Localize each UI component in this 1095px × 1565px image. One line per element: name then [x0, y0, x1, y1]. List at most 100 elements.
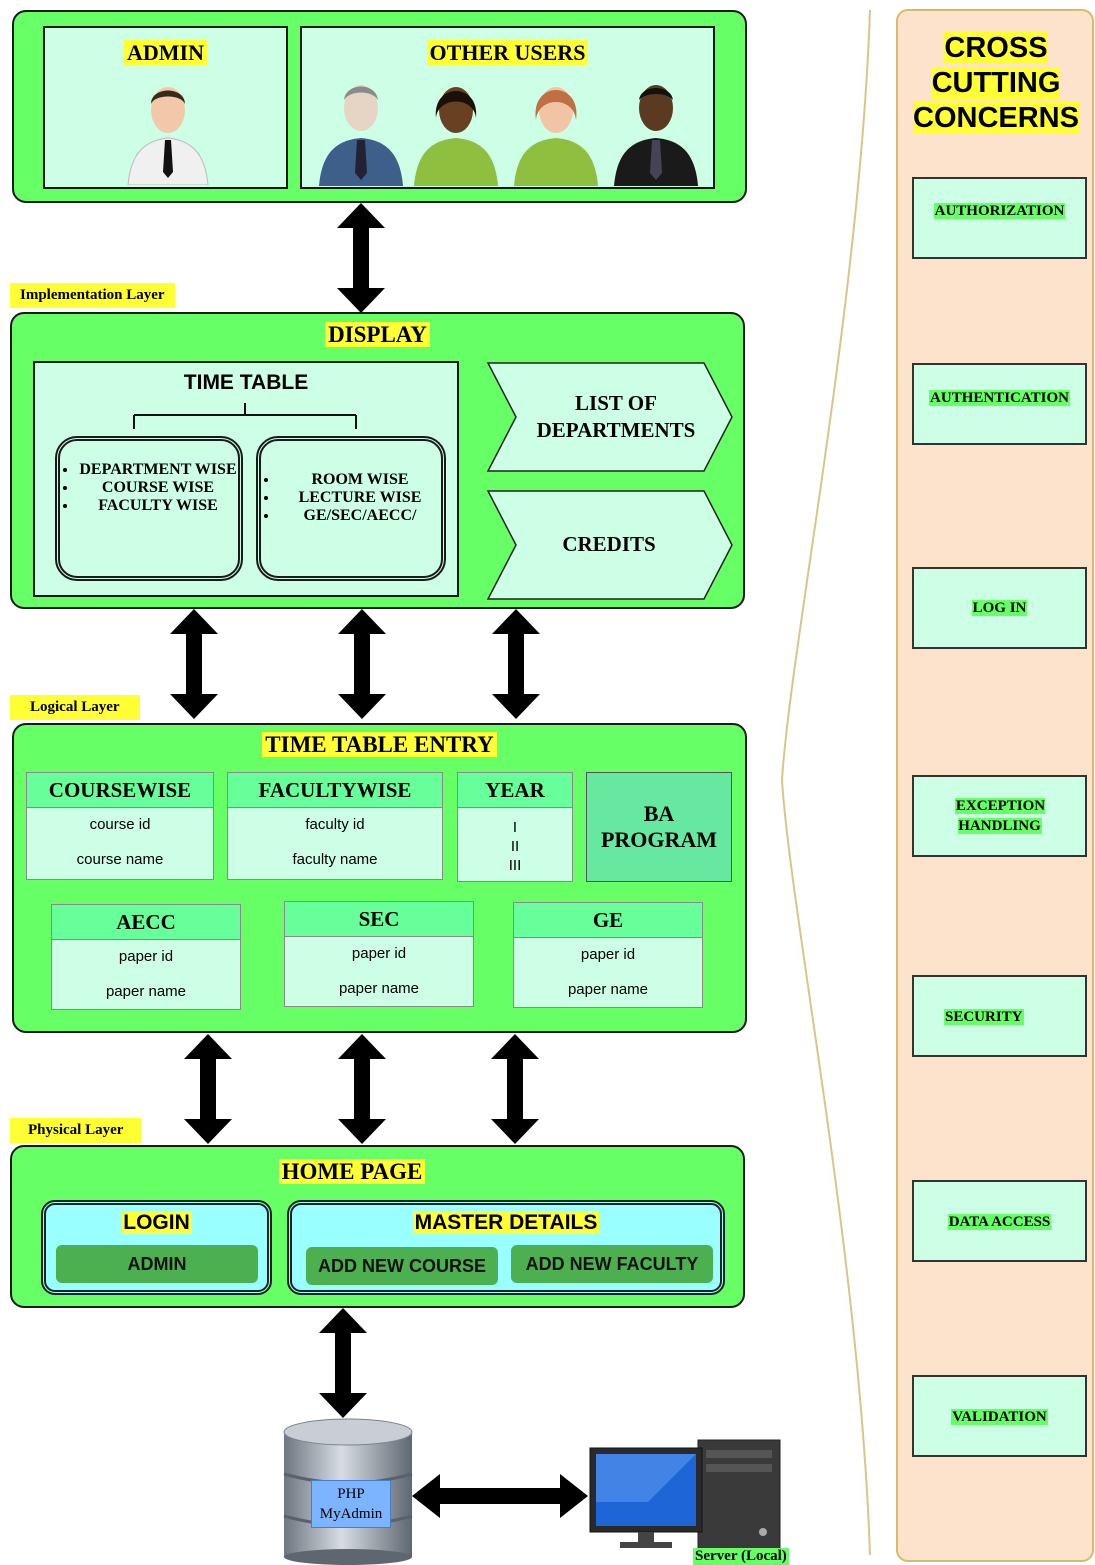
sec-table: SEC paper id paper name — [284, 901, 474, 1007]
home-title: HOME PAGE — [278, 1159, 426, 1184]
ba-program-box: BA PROGRAM — [586, 772, 732, 882]
year-table: YEAR I II III — [457, 772, 573, 882]
other-users-label: OTHER USERS — [426, 40, 589, 65]
user-icon-2 — [414, 87, 498, 186]
table-row: II — [510, 838, 520, 855]
list-of-departments-line-2: DEPARTMENTS — [536, 418, 696, 442]
credits-text: CREDITS — [562, 532, 656, 556]
cross-cutting-title-line-3: CONCERNS — [913, 102, 1079, 134]
cc-exception-handling-label: EXCEPTION HANDLING — [954, 798, 1046, 834]
credits-chevron — [486, 490, 733, 600]
list-of-departments-line-1: LIST OF — [575, 391, 657, 415]
master-details-box: MASTER DETAILS ADD NEW COURSE ADD NEW FA… — [287, 1200, 725, 1295]
ba-program-line-2: PROGRAM — [600, 827, 718, 852]
users-panel: ADMIN OTHER USERS — [12, 10, 747, 203]
arrow-display-entry-1 — [170, 609, 218, 719]
server-computer-icon — [589, 1439, 781, 1556]
login-box: LOGIN ADMIN — [41, 1200, 272, 1295]
table-row: I — [512, 819, 518, 836]
table-row: paper name — [338, 980, 420, 997]
cross-cutting-title-line-1: CROSS — [944, 32, 1048, 64]
cc-validation-label: VALIDATION — [951, 1409, 1048, 1425]
table-row: course id — [89, 816, 151, 833]
ge-head: GE — [514, 903, 702, 938]
timetable-right-group: ROOM WISE LECTURE WISE GE/SEC/AECC/ — [256, 436, 446, 581]
php-myadmin-label: PHP MyAdmin — [311, 1480, 391, 1528]
user-icon-1 — [319, 85, 403, 186]
php-line: PHP — [337, 1486, 365, 1502]
cc-security-label: SECURITY — [944, 1009, 1024, 1025]
home-panel: HOME PAGE LOGIN ADMIN MASTER DETAILS ADD… — [10, 1145, 745, 1308]
timetable-branch-connector — [133, 403, 357, 429]
table-row: paper id — [118, 948, 174, 965]
cc-security: SECURITY — [912, 975, 1087, 1057]
cross-cutting-title: CROSS CUTTING CONCERNS — [906, 31, 1086, 136]
coursewise-head: COURSEWISE — [27, 773, 213, 808]
server-label: Server (Local) — [693, 1548, 789, 1565]
arrow-users-display — [337, 203, 385, 313]
admin-label: ADMIN — [124, 40, 207, 65]
aecc-head: AECC — [52, 905, 240, 940]
arrow-entry-home-3 — [491, 1034, 539, 1144]
other-users-box: OTHER USERS — [300, 26, 715, 189]
cc-authorization: AUTHORIZATION — [912, 177, 1087, 259]
list-item: DEPARTMENT WISE — [78, 461, 238, 479]
year-head: YEAR — [458, 773, 572, 808]
add-new-faculty-button[interactable]: ADD NEW FACULTY — [511, 1245, 713, 1283]
list-item: GE/SEC/AECC/ — [279, 507, 441, 525]
table-row: III — [508, 857, 522, 874]
timetable-title: TIME TABLE — [183, 371, 309, 394]
table-row: paper id — [351, 945, 407, 962]
table-row: paper name — [105, 983, 187, 1000]
cc-authentication: AUTHENTICATION — [912, 363, 1087, 445]
timetable-left-group: DEPARTMENT WISE COURSE WISE FACULTY WISE — [55, 436, 243, 581]
display-panel: DISPLAY TIME TABLE DEPARTMENT WISE COURS… — [10, 312, 745, 609]
master-details-title: MASTER DETAILS — [412, 1211, 600, 1234]
cc-exception-handling: EXCEPTION HANDLING — [912, 775, 1087, 857]
facultywise-table: FACULTYWISE faculty id faculty name — [227, 772, 443, 880]
table-row: paper name — [567, 981, 649, 998]
admin-person-icon — [127, 87, 209, 185]
implementation-layer-label: Implementation Layer — [10, 283, 175, 308]
ba-program-line-1: BA — [643, 801, 675, 826]
add-new-course-button[interactable]: ADD NEW COURSE — [306, 1247, 498, 1285]
admin-user-box: ADMIN — [43, 26, 288, 189]
ge-table: GE paper id paper name — [513, 902, 703, 1008]
entry-panel: TIME TABLE ENTRY COURSEWISE course id co… — [12, 723, 747, 1033]
facultywise-head: FACULTYWISE — [228, 773, 442, 808]
arrow-entry-home-2 — [338, 1034, 386, 1144]
myadmin-line: MyAdmin — [319, 1506, 383, 1522]
arrow-home-db — [319, 1308, 367, 1418]
arrow-entry-home-1 — [184, 1034, 232, 1144]
list-of-departments-chevron — [486, 362, 733, 472]
cc-authorization-label: AUTHORIZATION — [933, 203, 1066, 219]
list-item: LECTURE WISE — [279, 489, 441, 507]
other-users-group-icon — [319, 85, 698, 186]
sec-head: SEC — [285, 902, 473, 937]
arrow-display-entry-3 — [492, 609, 540, 719]
display-title: DISPLAY — [325, 322, 430, 347]
table-row: faculty name — [292, 851, 378, 868]
year-rows: I II III — [458, 818, 572, 875]
cc-data-access-label: DATA ACCESS — [947, 1214, 1052, 1230]
physical-layer-label: Physical Layer — [10, 1118, 142, 1143]
cross-cutting-brace — [780, 9, 871, 1556]
table-row: course name — [76, 851, 164, 868]
cc-data-access: DATA ACCESS — [912, 1180, 1087, 1262]
list-item: COURSE WISE — [78, 479, 238, 497]
coursewise-table: COURSEWISE course id course name — [26, 772, 214, 880]
login-title: LOGIN — [121, 1211, 192, 1234]
table-row: paper id — [580, 946, 636, 963]
timetable-box: TIME TABLE DEPARTMENT WISE COURSE WISE F… — [33, 361, 459, 597]
list-of-departments-text: LIST OF DEPARTMENTS — [512, 390, 720, 444]
admin-login-button[interactable]: ADMIN — [56, 1245, 258, 1283]
cc-log-in-label: LOG IN — [971, 600, 1028, 616]
table-row: faculty id — [305, 816, 365, 833]
user-icon-3 — [514, 87, 598, 186]
logical-layer-label: Logical Layer — [10, 695, 140, 720]
user-icon-4 — [614, 85, 698, 186]
cross-cutting-panel: CROSS CUTTING CONCERNS AUTHORIZATION AUT… — [896, 9, 1094, 1562]
cc-authentication-label: AUTHENTICATION — [929, 390, 1070, 406]
aecc-table: AECC paper id paper name — [51, 904, 241, 1010]
